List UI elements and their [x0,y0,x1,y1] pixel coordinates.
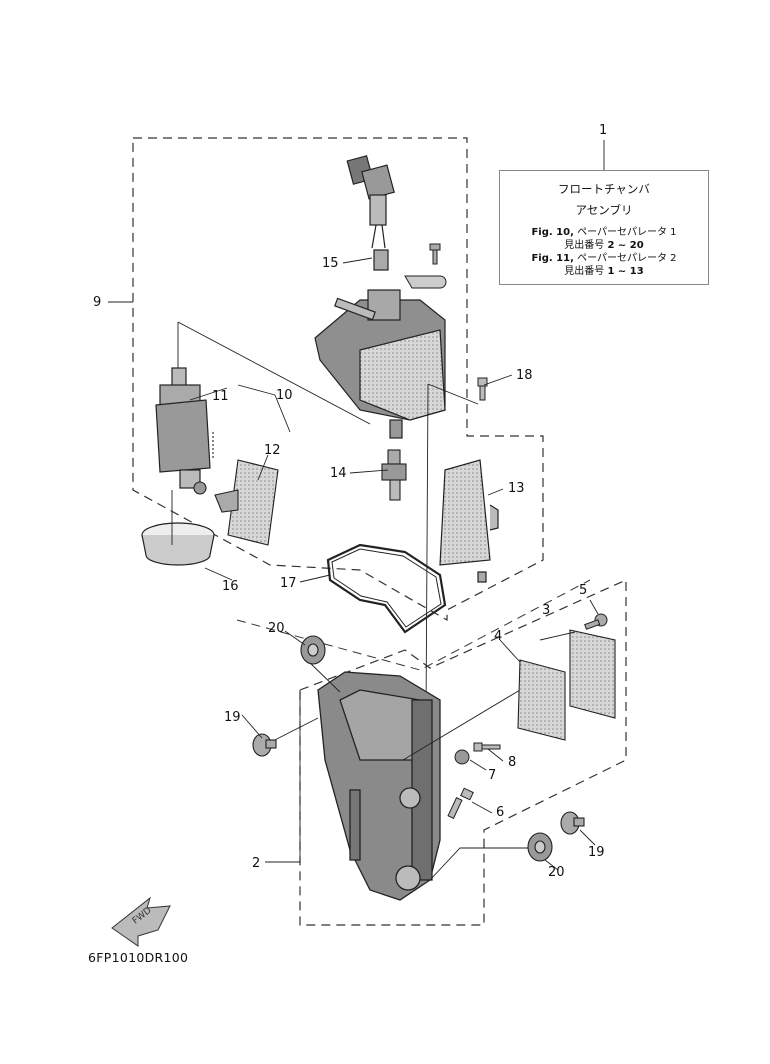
strainer-cup [141,490,215,566]
fig11-name: ペーパーセパレータ 2 [577,253,677,264]
connector-harness [346,155,395,271]
leader-pump [177,321,371,425]
grommet-20b [527,832,553,862]
drawing-code: 6FP1010DR100 [88,950,189,965]
callout-8: 8 [508,755,517,770]
fig11-range-row: 見出番号 1 ~ 13 [500,265,708,278]
leader-20b [429,847,530,881]
fuel-pump [155,367,211,489]
screw-18 [477,377,488,401]
callout-5: 5 [579,583,588,598]
fig10-row: Fig. 10, ペーパーセパレータ 1 [500,226,708,239]
screw-5 [584,613,608,630]
callout-11: 11 [212,389,229,404]
callout-leaders [108,140,605,871]
callout-7: 7 [488,768,497,783]
callout-19a: 19 [224,710,241,725]
assembly-9-outline [132,137,544,622]
fig11-range-label: 見出番号 [564,266,605,277]
callout-4: 4 [494,629,503,644]
dashed-link [236,579,591,671]
callout-1: 1 [599,123,608,138]
bolt-19b [560,811,585,835]
callout-16: 16 [222,579,239,594]
screw-6 [447,787,474,819]
callout-6: 6 [496,805,505,820]
callout-12: 12 [264,443,281,458]
fig10-name: ペーパーセパレータ 1 [577,227,677,238]
float-bowl [317,671,441,901]
callout-9: 9 [93,295,102,310]
fig11-row: Fig. 11, ペーパーセパレータ 2 [500,252,708,265]
filter-element [193,432,279,546]
screw-top [429,243,441,265]
callout-15: 15 [322,256,339,271]
fig10-ref: Fig. 10, [531,227,574,238]
clip-part [404,275,447,289]
fig10-range-label: 見出番号 [564,240,605,251]
nut-7 [454,749,470,765]
callout-10: 10 [276,388,293,403]
float-chamber-top [314,289,446,439]
fig10-range-row: 見出番号 2 ~ 20 [500,239,708,252]
callout-17: 17 [280,576,297,591]
fwd-arrow-icon [111,896,171,947]
callout-3: 3 [542,603,551,618]
fig10-range: 2 ~ 20 [607,240,644,251]
callout-2: 2 [252,856,261,871]
leader-lower [402,689,521,761]
fig11-ref: Fig. 11, [531,253,574,264]
assembly-2-outline [299,579,627,926]
gasket-17 [326,543,447,634]
needle-valve [381,449,407,501]
plate-3 [569,629,616,719]
callout-18: 18 [516,368,533,383]
callout-20a: 20 [268,621,285,636]
callout-20b: 20 [548,865,565,880]
screw-8 [473,742,501,752]
callout-19b: 19 [588,845,605,860]
infobox-title-line2: アセンブリ [575,203,633,217]
infobox-title-line1: フロートチャンバ [558,182,650,196]
callout-13: 13 [508,481,525,496]
gasket-4 [517,659,566,741]
bolt-19a [252,733,277,757]
callout-14: 14 [330,466,347,481]
cover-13 [439,459,499,583]
grommet-20a [300,635,326,665]
fig11-range: 1 ~ 13 [607,266,644,277]
assembly-info-box: フロートチャンバ アセンブリ Fig. 10, ペーパーセパレータ 1 見出番号… [499,170,709,285]
